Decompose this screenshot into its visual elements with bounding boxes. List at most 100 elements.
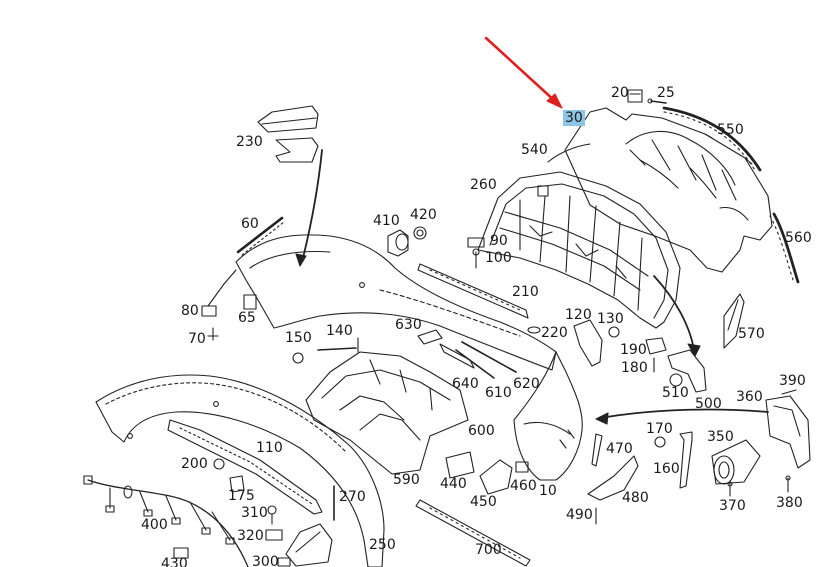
- label-part-420[interactable]: 420: [410, 207, 437, 223]
- label-part-175[interactable]: 175: [228, 488, 255, 504]
- label-part-350[interactable]: 350: [707, 429, 734, 445]
- label-part-380[interactable]: 380: [776, 495, 803, 511]
- part-480-trim[interactable]: [587, 455, 639, 501]
- part-510-gasket[interactable]: [669, 373, 683, 387]
- label-part-320[interactable]: 320: [237, 528, 264, 544]
- part-120-bracket[interactable]: [573, 319, 603, 367]
- label-part-210[interactable]: 210: [512, 284, 539, 300]
- part-420-ring[interactable]: [413, 226, 427, 240]
- label-part-450[interactable]: 450: [470, 494, 497, 510]
- label-part-65[interactable]: 65: [238, 310, 256, 326]
- label-part-140[interactable]: 140: [326, 323, 353, 339]
- label-part-310[interactable]: 310: [241, 505, 268, 521]
- label-part-500[interactable]: 500: [695, 396, 722, 412]
- label-part-180[interactable]: 180: [621, 360, 648, 376]
- part-640-clips[interactable]: [439, 343, 475, 369]
- part-560-side-strip[interactable]: [769, 212, 800, 284]
- label-part-400[interactable]: 400: [141, 517, 168, 533]
- label-part-25[interactable]: 25: [657, 85, 675, 101]
- part-700-strip[interactable]: [415, 499, 531, 567]
- part-380-screw[interactable]: [785, 475, 791, 493]
- part-610-bolt[interactable]: [455, 349, 495, 379]
- label-part-620[interactable]: 620: [513, 376, 540, 392]
- part-230-bracket[interactable]: [257, 105, 319, 163]
- part-100-screw[interactable]: [472, 248, 480, 269]
- label-part-230[interactable]: 230: [236, 134, 263, 150]
- label-part-470[interactable]: 470: [606, 441, 633, 457]
- label-part-220[interactable]: 220: [541, 325, 568, 341]
- label-part-250[interactable]: 250: [369, 537, 396, 553]
- label-part-20[interactable]: 20: [611, 85, 629, 101]
- label-part-390[interactable]: 390: [779, 373, 806, 389]
- label-part-570[interactable]: 570: [738, 326, 765, 342]
- label-part-170[interactable]: 170: [646, 421, 673, 437]
- part-175-clip[interactable]: [229, 475, 245, 493]
- part-110-insert[interactable]: [167, 419, 323, 515]
- label-part-440[interactable]: 440: [440, 476, 467, 492]
- part-20-clip[interactable]: [627, 89, 643, 103]
- label-part-160[interactable]: 160: [653, 461, 680, 477]
- label-part-460[interactable]: 460: [510, 478, 537, 494]
- label-part-550[interactable]: 550: [717, 122, 744, 138]
- part-470-holder[interactable]: [591, 433, 603, 467]
- part-460-clip[interactable]: [515, 461, 529, 473]
- label-part-700[interactable]: 700: [475, 542, 502, 558]
- label-part-510[interactable]: 510: [662, 385, 689, 401]
- part-310-bolt[interactable]: [267, 505, 277, 525]
- label-part-30-highlighted[interactable]: 30: [563, 110, 585, 126]
- label-part-150[interactable]: 150: [285, 330, 312, 346]
- label-part-370[interactable]: 370: [719, 498, 746, 514]
- label-part-100[interactable]: 100: [485, 250, 512, 266]
- label-part-630[interactable]: 630: [395, 317, 422, 333]
- label-part-360[interactable]: 360: [736, 389, 763, 405]
- part-620-bolt[interactable]: [461, 341, 517, 373]
- label-part-410[interactable]: 410: [373, 213, 400, 229]
- part-140-bolt[interactable]: [317, 337, 359, 353]
- part-130-clip[interactable]: [608, 326, 620, 338]
- part-500-bracket[interactable]: [667, 349, 707, 393]
- part-210-strip[interactable]: [417, 263, 529, 319]
- label-part-270[interactable]: 270: [339, 489, 366, 505]
- label-part-130[interactable]: 130: [597, 311, 624, 327]
- part-220-nut[interactable]: [527, 326, 541, 334]
- label-part-300[interactable]: 300: [252, 554, 279, 567]
- part-170-nut[interactable]: [654, 436, 666, 448]
- label-part-80[interactable]: 80: [181, 303, 199, 319]
- label-part-640[interactable]: 640: [452, 376, 479, 392]
- label-part-200[interactable]: 200: [181, 456, 208, 472]
- bumper-cover-left-section[interactable]: [235, 234, 557, 371]
- part-370-screw[interactable]: [727, 481, 733, 497]
- part-150-washer[interactable]: [292, 352, 304, 364]
- part-260-bumper-carrier[interactable]: [477, 171, 681, 329]
- label-part-260[interactable]: 260: [470, 177, 497, 193]
- part-440-module[interactable]: [445, 451, 475, 479]
- part-320-clip[interactable]: [265, 529, 283, 541]
- part-410-sensor[interactable]: [387, 229, 409, 257]
- part-300-part[interactable]: [277, 557, 291, 567]
- label-part-90[interactable]: 90: [490, 233, 508, 249]
- part-60-strip[interactable]: [236, 216, 285, 256]
- part-540-lining[interactable]: [547, 143, 591, 163]
- label-part-490[interactable]: 490: [566, 507, 593, 523]
- part-160-bracket[interactable]: [679, 431, 693, 489]
- part-550-trim-strip[interactable]: [662, 106, 762, 173]
- label-part-540[interactable]: 540: [521, 142, 548, 158]
- label-part-590[interactable]: 590: [393, 472, 420, 488]
- part-600-bracket[interactable]: [305, 351, 469, 475]
- part-400-wiring-harness[interactable]: [83, 475, 249, 567]
- part-25-screw[interactable]: [647, 98, 667, 104]
- label-part-430[interactable]: 430: [161, 556, 188, 567]
- part-390-screw[interactable]: [781, 389, 797, 395]
- label-part-10[interactable]: 10: [539, 483, 557, 499]
- part-350-exhaust-tip[interactable]: [711, 439, 761, 485]
- part-570-side-vent[interactable]: [723, 293, 745, 349]
- part-450-bracket[interactable]: [479, 459, 513, 495]
- label-part-110[interactable]: 110: [256, 440, 283, 456]
- part-430-connector[interactable]: [173, 547, 189, 559]
- label-part-190[interactable]: 190: [620, 342, 647, 358]
- part-630-bracket[interactable]: [417, 329, 443, 345]
- label-part-610[interactable]: 610: [485, 385, 512, 401]
- part-200-washer[interactable]: [213, 458, 225, 470]
- label-part-600[interactable]: 600: [468, 423, 495, 439]
- part-70-screw[interactable]: [207, 327, 219, 341]
